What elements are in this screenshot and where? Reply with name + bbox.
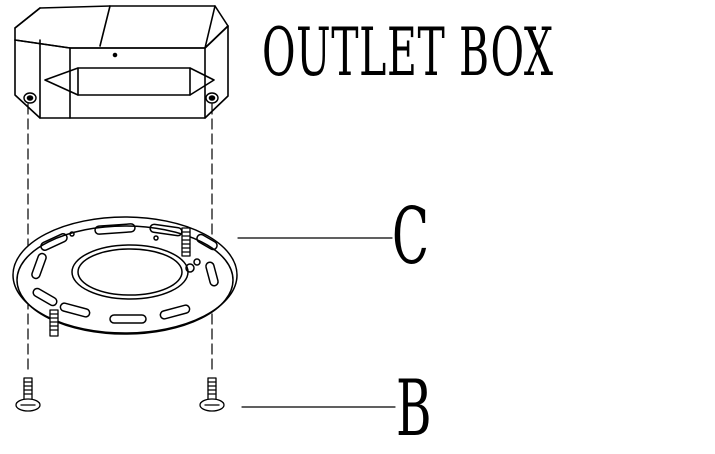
alignment-lines [27, 103, 213, 373]
bracket-stud-icon [49, 227, 191, 337]
outlet-box-icon [14, 5, 229, 119]
label-screws: B [396, 364, 432, 454]
mounting-bracket-icon [12, 216, 238, 335]
diagram-title: OUTLET BOX [262, 14, 554, 91]
screw-icon [15, 377, 225, 412]
label-bracket: C [392, 192, 430, 282]
leader-lines [237, 237, 396, 408]
